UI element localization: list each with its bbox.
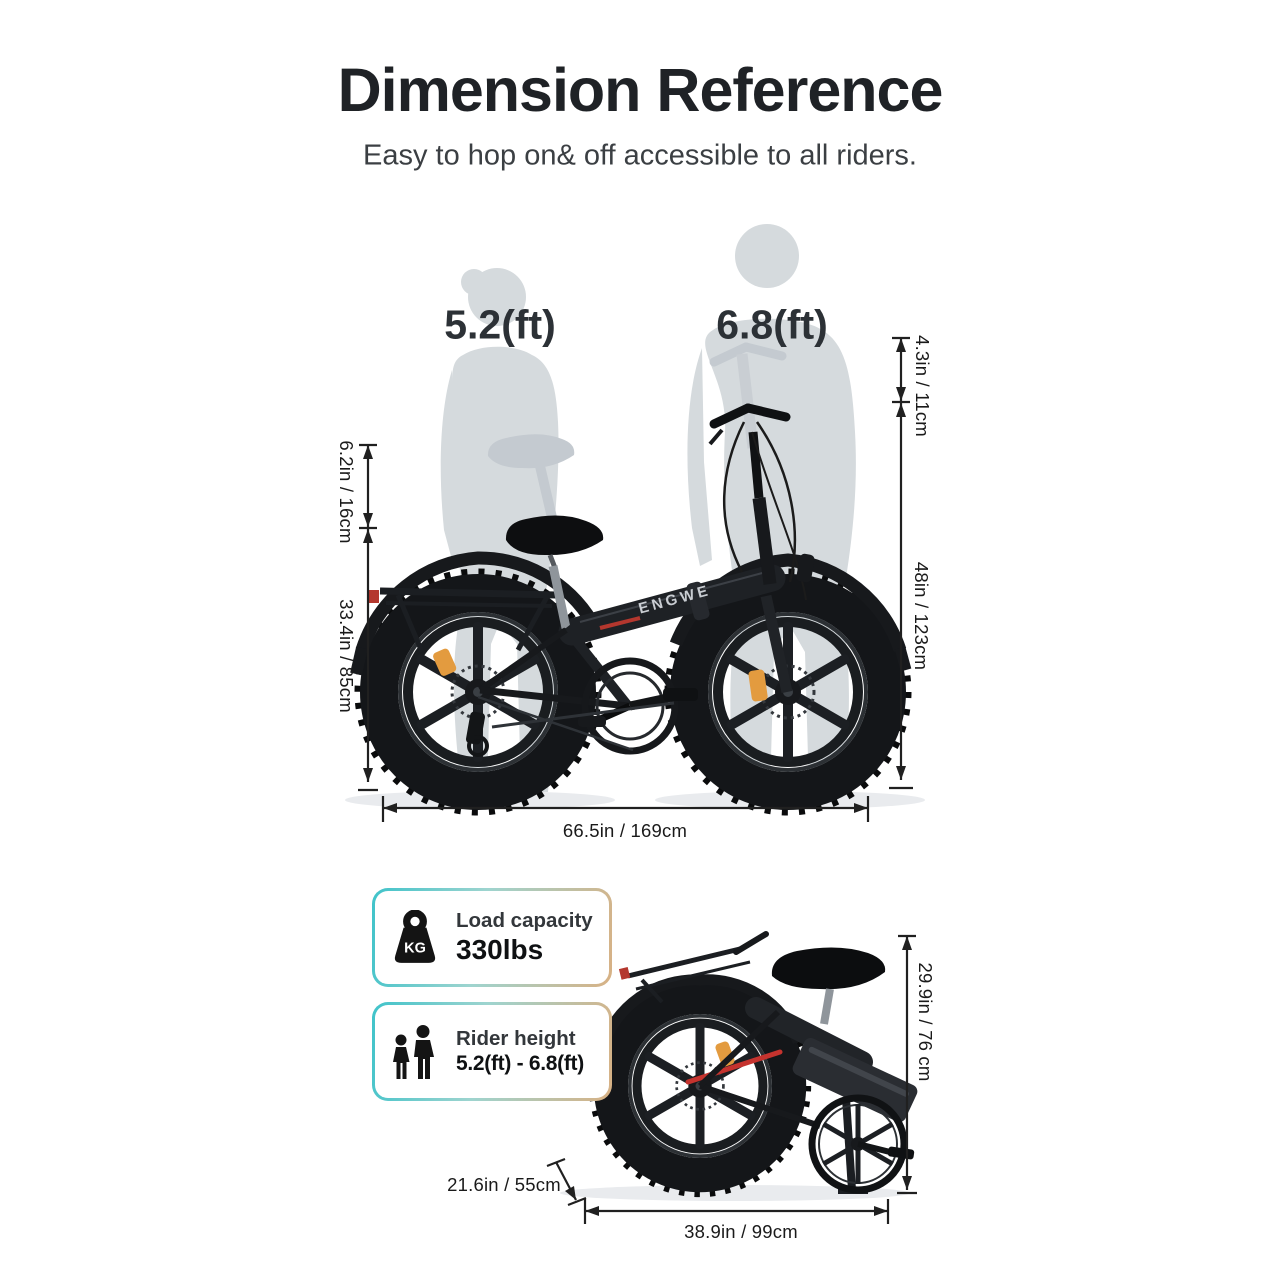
dim-folded-width-label: 21.6in / 55cm	[447, 1174, 561, 1195]
load-capacity-value: 330lbs	[456, 934, 544, 966]
load-capacity-badge: KG Load capacity 330lbs	[372, 888, 612, 987]
dim-total-length-label: 66.5in / 169cm	[562, 820, 688, 841]
folded-rack	[618, 945, 751, 1004]
dim-folded-length-label: 38.9in / 99cm	[684, 1221, 798, 1242]
rider-height-badge: Rider height 5.2(ft) - 6.8(ft)	[372, 1002, 612, 1101]
dimension-lines	[358, 336, 917, 1224]
page-title: Dimension Reference	[337, 56, 944, 124]
rear-rack	[369, 587, 557, 653]
kg-icon-text: KG	[404, 940, 426, 956]
rider-height-label: Rider height	[456, 1026, 576, 1050]
bike-side-view: ENGWE	[356, 403, 907, 811]
load-capacity-label: Load capacity	[456, 908, 593, 932]
saddle	[505, 515, 604, 556]
female-height-label: 5.2(ft)	[444, 301, 556, 348]
frame-down-tube	[558, 564, 786, 646]
dim-seat-height-label: 33.4in / 85cm	[336, 599, 357, 713]
kettlebell-kg-icon: KG	[387, 909, 443, 966]
folded-saddle	[771, 947, 886, 990]
dim-handlebar-adjust-label: 4.3in / 11cm	[912, 335, 933, 437]
rider-height-icon	[387, 1022, 443, 1082]
rider-height-value: 5.2(ft) - 6.8(ft)	[456, 1052, 584, 1076]
dim-folded-height-label: 29.9in / 76 cm	[915, 962, 936, 1082]
dim-handlebar-height-label: 48in / 123cm	[911, 561, 932, 671]
folding-hinge	[686, 581, 710, 621]
folded-bike	[593, 931, 918, 1193]
dim-seat-adjust-label: 6.2in / 16cm	[336, 440, 357, 544]
male-height-label: 6.8(ft)	[716, 301, 828, 348]
page-subtitle: Easy to hop on& off accessible to all ri…	[363, 139, 917, 172]
